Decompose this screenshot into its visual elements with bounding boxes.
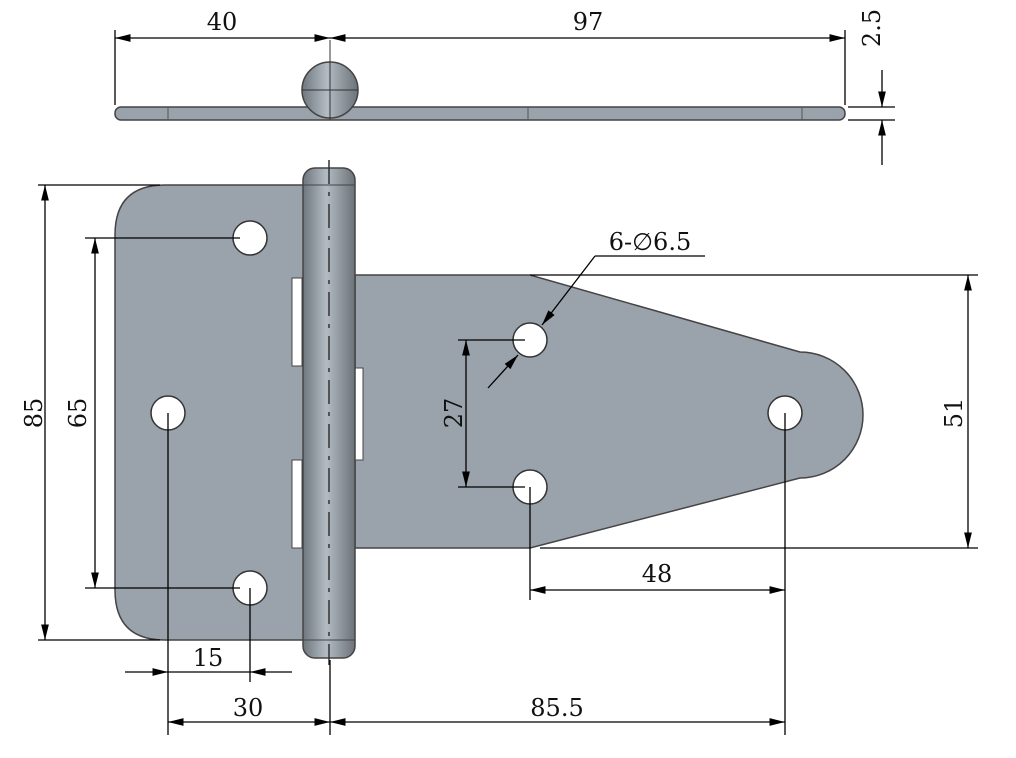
dim-40: 40 <box>207 8 238 36</box>
front-view <box>114 160 864 665</box>
top-view <box>114 40 846 121</box>
dim-48: 48 <box>642 560 673 588</box>
left-leaf <box>114 184 306 641</box>
top-dimensions <box>114 30 895 165</box>
dim-15: 15 <box>193 644 224 672</box>
dim-85-5: 85.5 <box>530 694 583 722</box>
dim-97: 97 <box>573 8 604 36</box>
dim-2-5: 2.5 <box>858 9 886 47</box>
dim-65: 65 <box>64 398 92 429</box>
dim-51: 51 <box>940 398 968 429</box>
strap-leaf <box>354 274 864 549</box>
dim-30: 30 <box>233 694 264 722</box>
dim-27: 27 <box>440 398 468 429</box>
front-dimensions <box>38 184 978 735</box>
hole-callout: 6-∅6.5 <box>609 228 691 256</box>
dim-85: 85 <box>20 398 48 429</box>
